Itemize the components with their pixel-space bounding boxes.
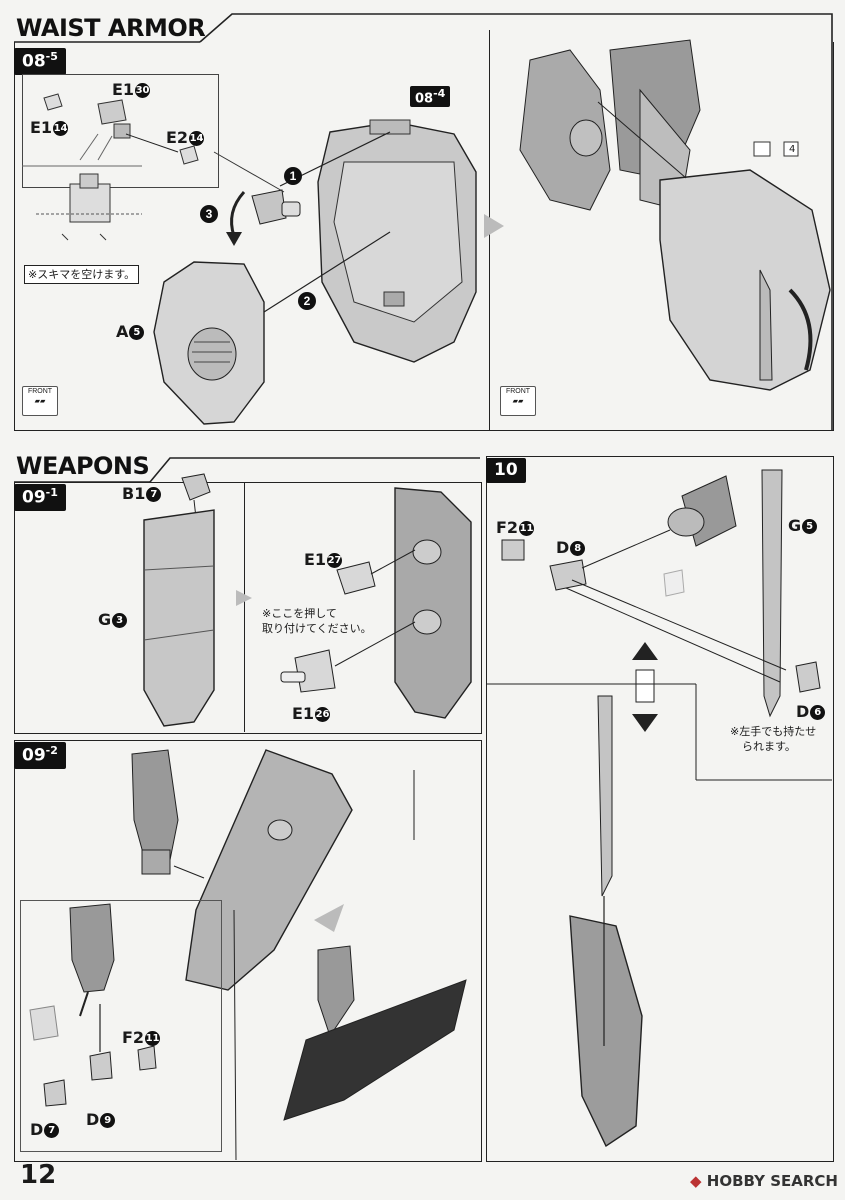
push-note: ※ここを押して取り付けてください。 [262,607,372,635]
order-2-marker: 2 [298,292,316,310]
page-number: 12 [20,1160,57,1190]
step-09-2-inset-frame [20,900,222,1152]
front-indicator-right: FRONT▰▰ [500,386,536,416]
step-10-frame [486,456,834,1162]
shield-inner-parts-drawing [280,487,472,719]
step-09-2-drawing [29,749,467,1161]
order-3-marker: 3 [200,205,218,223]
waist-armor-header-line [14,13,833,430]
step-09-2-frame [14,740,482,1162]
step-09-1-badge: 09-1 [14,484,66,511]
front-indicator-left: FRONT▰▰ [22,386,58,416]
inset-08-5-frame [22,74,219,188]
step-08-5-badge: 08-5 [14,48,66,75]
step-09-1-divider [244,482,246,732]
sticker-4-label: 4 [789,144,796,155]
step-10-drawing [486,469,832,1148]
left-hand-note: ※左手でも持たせられます。 [730,725,817,753]
waist-armor-assembly-drawing [153,119,477,425]
step-09-2-badge: 09-2 [14,742,66,769]
shield-g3-drawing [143,473,252,727]
order-1-marker: 1 [284,167,302,185]
waist-armor-frame [14,42,834,431]
step-08-4-ref: 08-4 [410,86,451,108]
inset-08-5-parts-drawing [22,93,199,241]
waist-armor-title: WAIST ARMOR [16,14,206,42]
step-09-1-frame [14,482,482,734]
waist-armor-attach-drawing [484,39,831,391]
gap-note: ※スキマを空けます。 [24,265,140,284]
step-10-badge: 10 [486,458,526,483]
hobby-search-watermark: ◆ HOBBY SEARCH [690,1172,838,1190]
weapons-title: WEAPONS [16,452,150,480]
